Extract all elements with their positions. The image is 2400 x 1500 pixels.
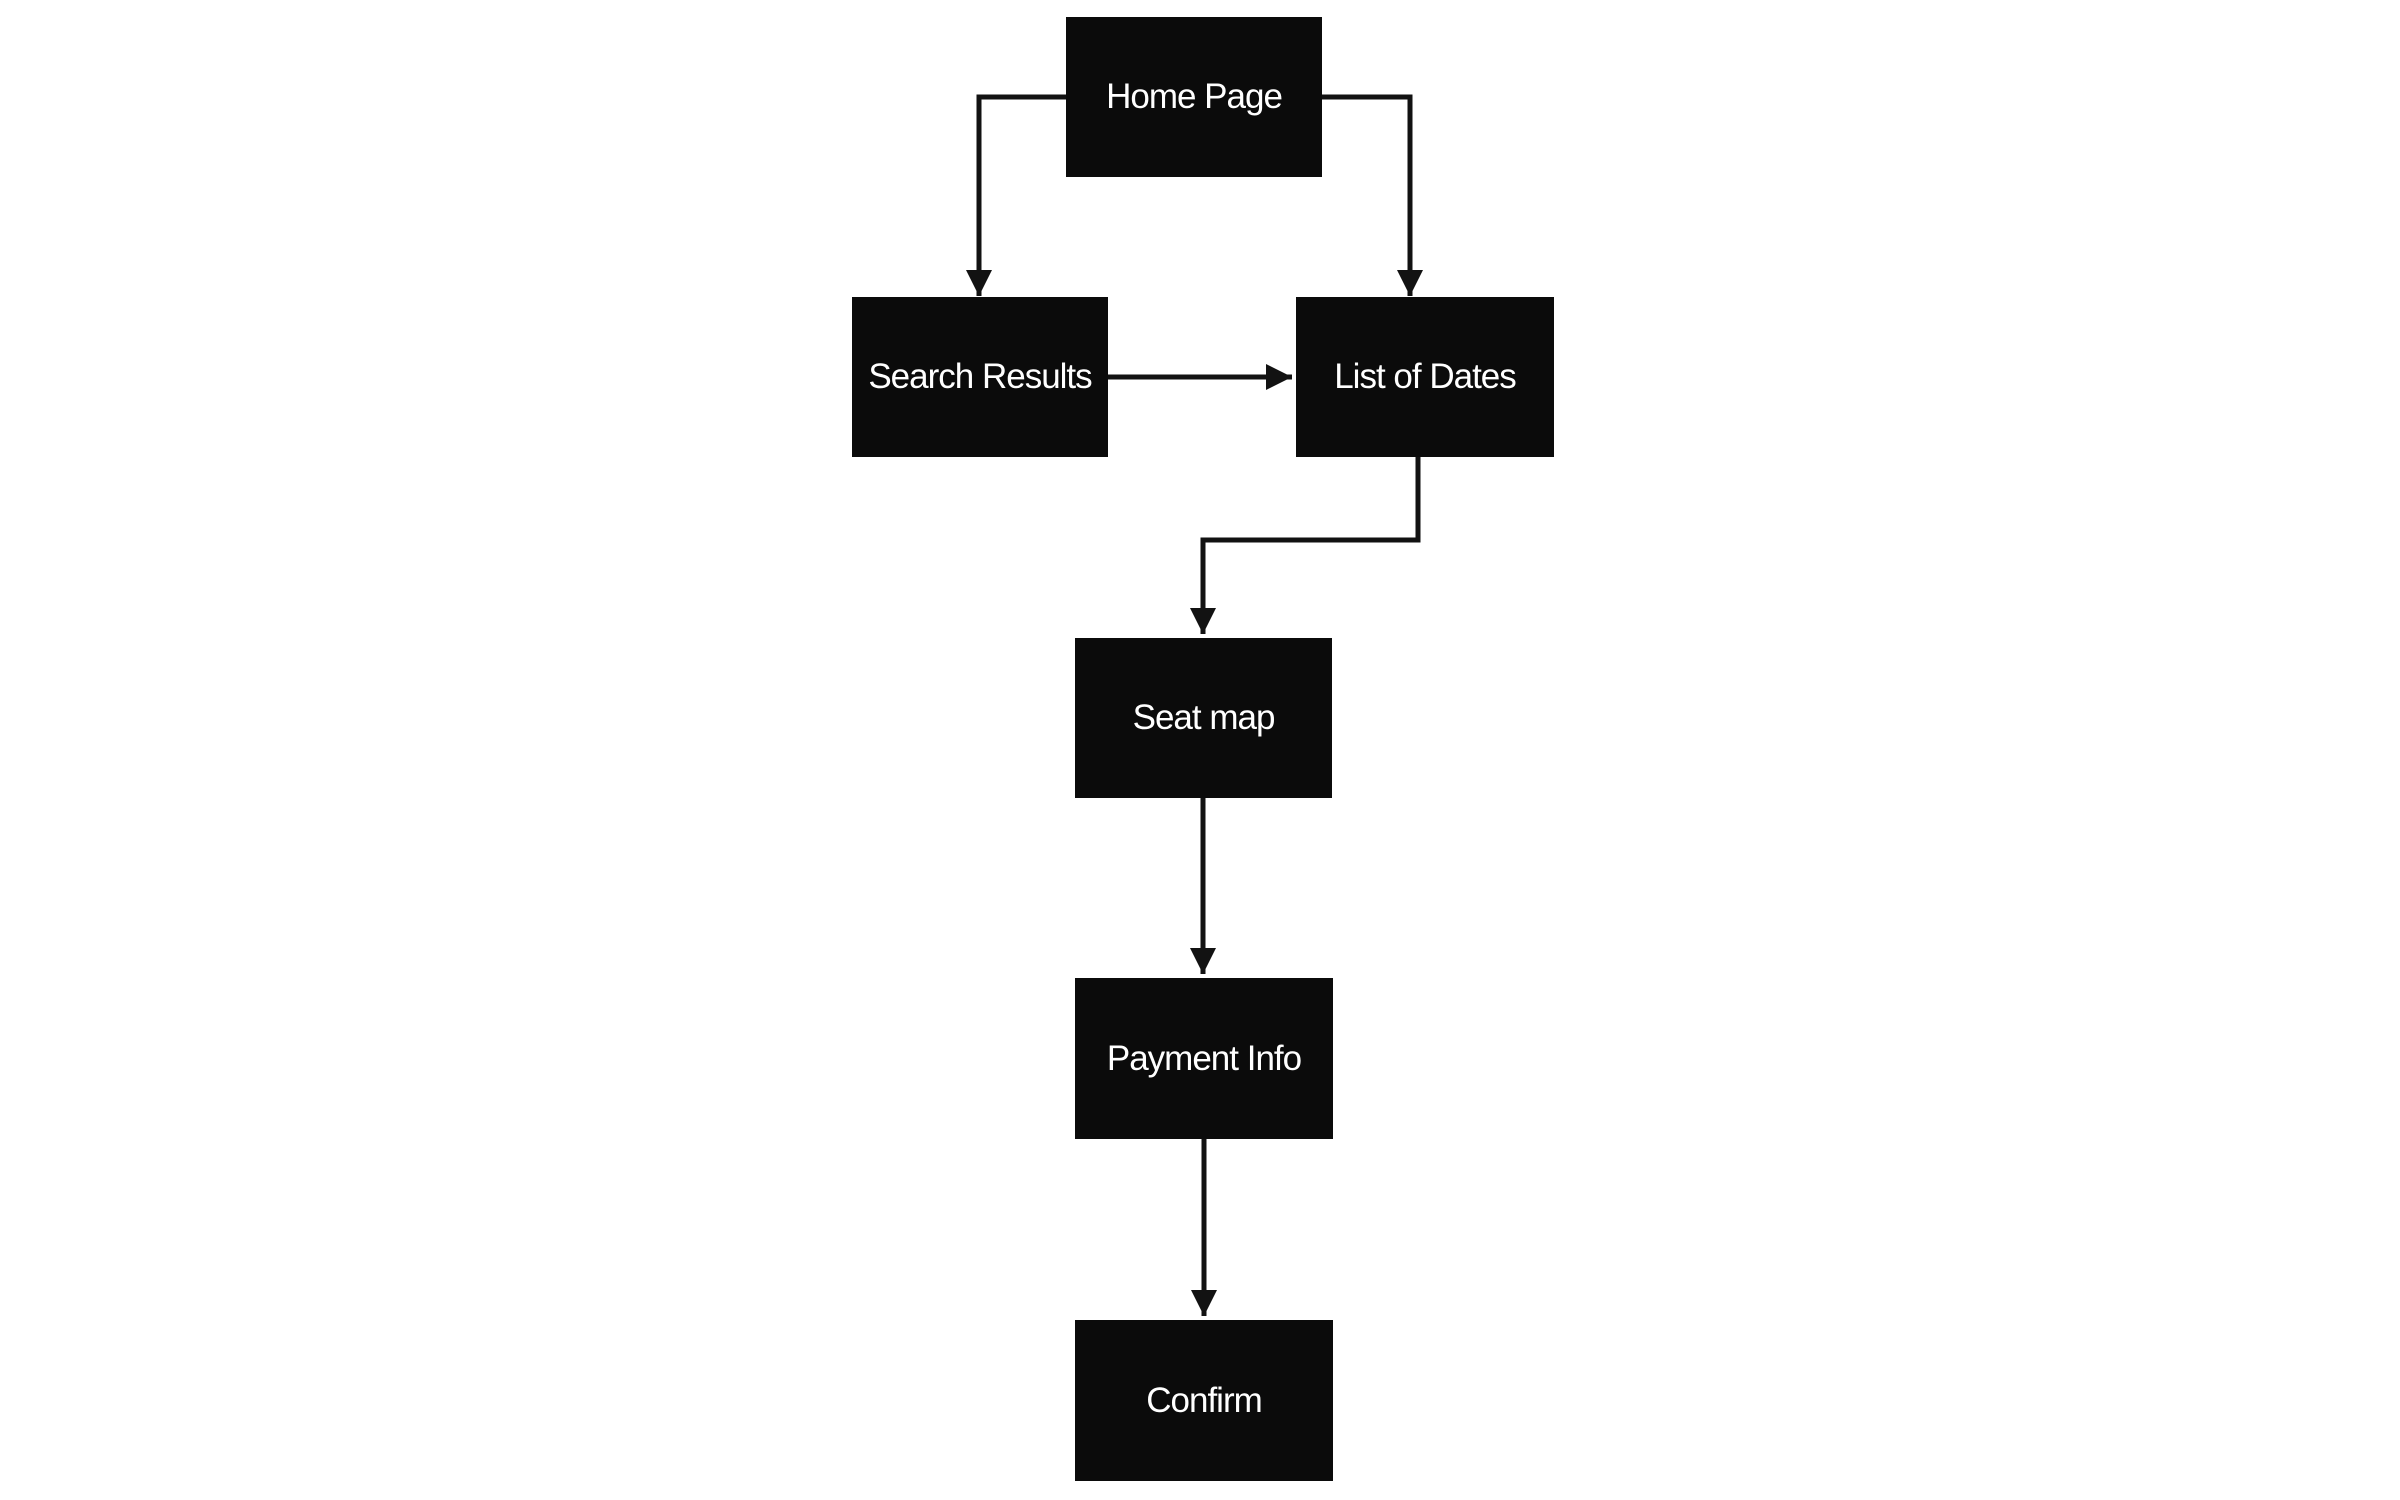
node-seat-map: Seat map <box>1075 638 1332 798</box>
edge-home-to-search <box>966 94 1066 296</box>
node-list-of-dates-label: List of Dates <box>1334 357 1517 396</box>
edge-dates-to-seat <box>1190 457 1421 634</box>
node-confirm-label: Confirm <box>1146 1380 1263 1420</box>
node-search-results: Search Results <box>852 297 1108 457</box>
node-confirm: Confirm <box>1075 1320 1333 1481</box>
node-search-results-label: Search Results <box>868 357 1092 396</box>
node-home-page: Home Page <box>1066 17 1322 177</box>
edge-home-to-dates <box>1322 94 1423 296</box>
node-seat-map-label: Seat map <box>1132 698 1276 737</box>
node-list-of-dates: List of Dates <box>1296 297 1554 457</box>
node-payment-info-label: Payment Info <box>1106 1038 1302 1078</box>
node-payment-info: Payment Info <box>1075 978 1333 1139</box>
node-home-page-label: Home Page <box>1106 77 1283 116</box>
